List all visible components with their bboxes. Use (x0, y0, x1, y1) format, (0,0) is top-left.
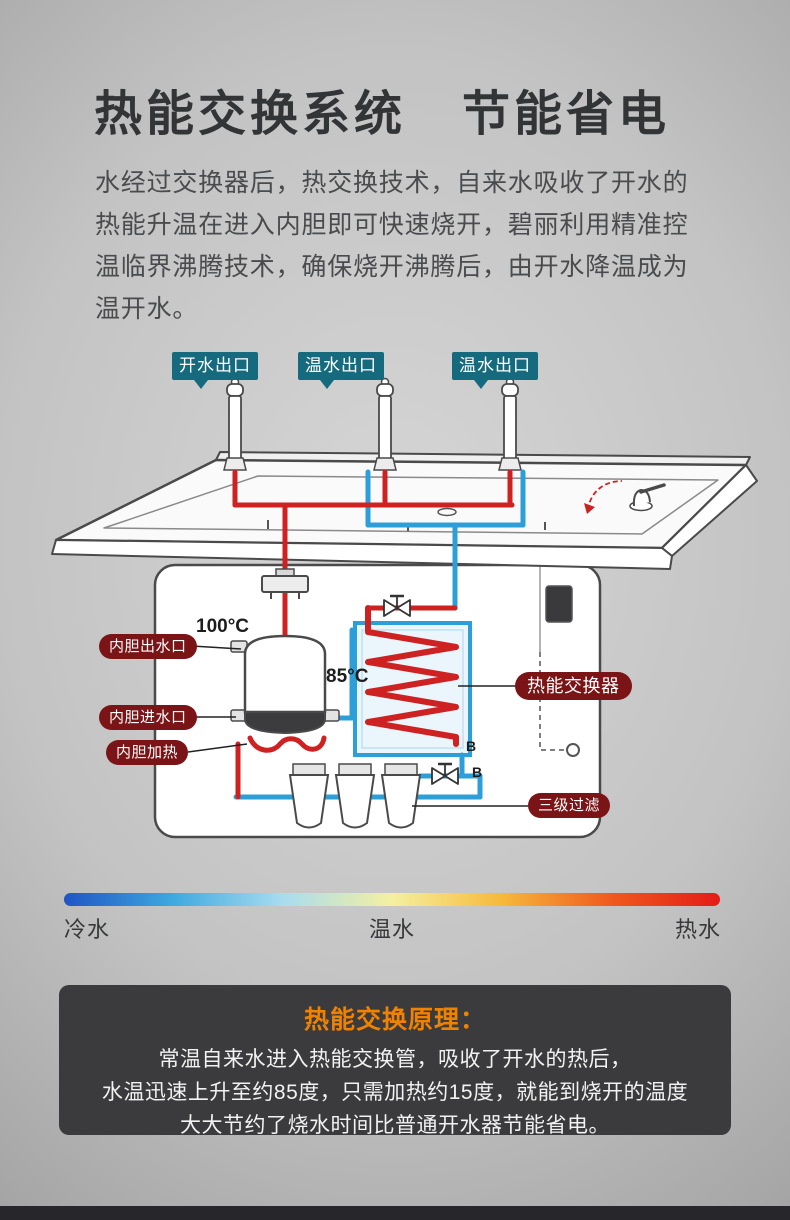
faucet-boiling (223, 377, 247, 471)
diagram-texts: 100°C 85°C B B (196, 616, 482, 780)
principle-title: 热能交换原理： (303, 1006, 486, 1034)
inner-tank (230, 634, 340, 735)
callout-tank-outlet: 内胆出水口 (99, 634, 197, 659)
page-title: 热能交换系统 节能省电 (94, 74, 670, 144)
exchanger-coil (365, 605, 459, 747)
marker-b2: B (472, 764, 482, 780)
bottom-strip (0, 1206, 790, 1220)
callout-heat-exchanger: 热能交换器 (515, 672, 632, 700)
label-warm-water: 温水 (369, 917, 416, 942)
temp-100-label: 100°C (196, 616, 249, 637)
label-hot-water: 热水 (675, 917, 722, 942)
pointer-down-icon (474, 380, 488, 389)
valves (383, 594, 459, 785)
callout-tank-heating: 内胆加热 (106, 740, 189, 765)
pointer-down-icon (320, 380, 334, 389)
principle-line-3: 大大节约了烧水时间比普通开水器节能省电。 (180, 1114, 610, 1137)
sink-counter (51, 451, 758, 570)
pointer-down-icon (194, 380, 208, 389)
intro-paragraph: 水经过交换器后，热交换技术，自来水吸收了开水的热能升温在进入内胆即可快速烧开，碧… (95, 169, 689, 323)
outlet-label-boiling-water: 开水出口 (172, 352, 258, 389)
system-diagram: 100°C 85°C B B 开水出口 温水出口 温水出口 内胆出水口 内胆进水… (0, 340, 790, 885)
outlet-label-text: 温水出口 (305, 356, 377, 375)
callout-filters: 三级过滤 (528, 793, 611, 818)
outlet-label-text: 温水出口 (459, 356, 531, 375)
tank-heater-base (244, 711, 326, 735)
heating-element (247, 735, 327, 753)
principle-box: 热能交换原理： 常温自来水进入热能交换管，吸收了开水的热后， 水温迅速上升至约8… (59, 985, 731, 1137)
arrow-icon (584, 503, 595, 514)
valve-icon (383, 594, 411, 617)
filter-cartridge (334, 763, 376, 829)
title-part-1: 热能交换系统 (94, 88, 407, 141)
filter-cartridge (288, 763, 330, 829)
overflow-outlet (566, 743, 580, 757)
principle-line-1: 常温自来水进入热能交换管，吸收了开水的热后， (158, 1048, 632, 1071)
drain (437, 507, 457, 517)
vent (545, 585, 573, 623)
faucet-warm-2 (498, 377, 522, 471)
faucet-warm-1 (373, 377, 397, 471)
label-cold-water: 冷水 (64, 917, 111, 942)
hot-pipes (232, 469, 515, 800)
filter-cartridge (380, 763, 422, 829)
callout-leader-lines (187, 645, 528, 807)
pressure-regulator (261, 568, 309, 599)
valve-icon (431, 762, 459, 785)
outlet-label-warm-water-1: 温水出口 (298, 352, 384, 389)
diagram-canvas: 100°C 85°C B B (51, 377, 758, 839)
principle-line-2: 水温迅速上升至约85度，只需加热约15度，就能到烧开的温度 (101, 1081, 689, 1104)
tap-handle (584, 480, 666, 514)
marker-b1: B (466, 738, 476, 754)
outlet-label-warm-water-2: 温水出口 (452, 352, 538, 389)
faucets (223, 377, 522, 471)
temp-85-label: 85°C (326, 666, 369, 687)
outlet-label-text: 开水出口 (179, 356, 251, 375)
temperature-gradient-bar (64, 893, 720, 906)
callout-tank-inlet: 内胆进水口 (99, 705, 197, 730)
title-part-2: 节能省电 (462, 88, 671, 141)
filter-cartridges (288, 763, 422, 829)
